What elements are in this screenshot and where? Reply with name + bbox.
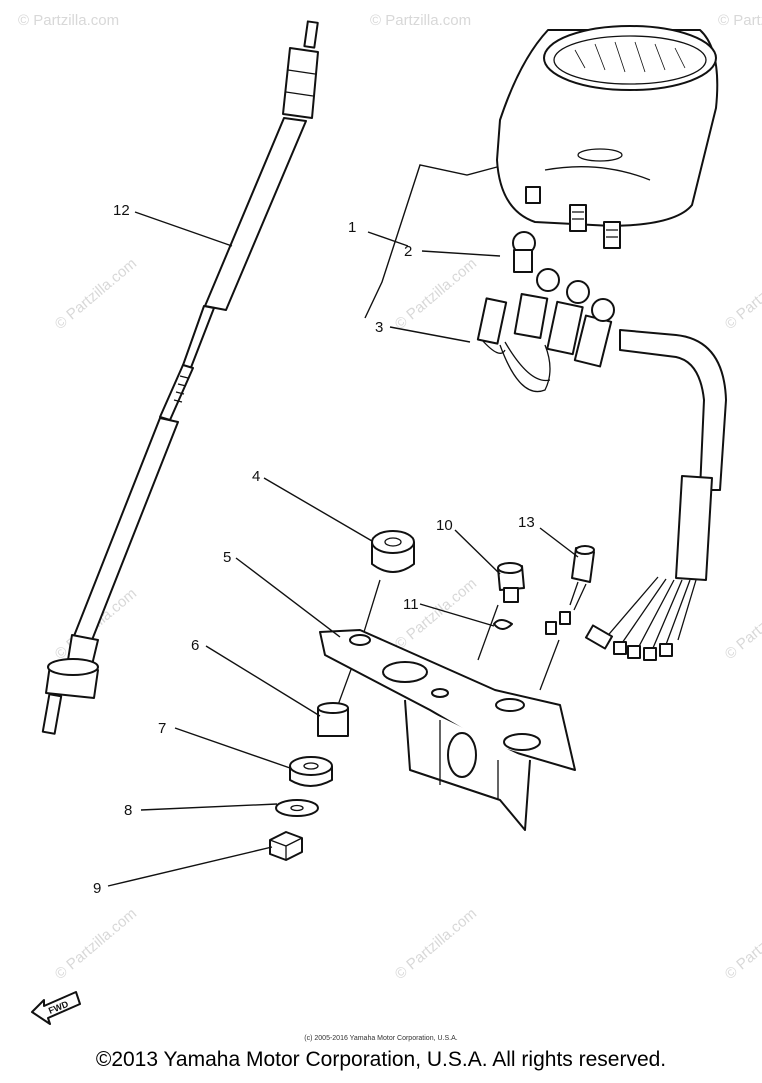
watermark: © Partzilla.com (370, 12, 471, 29)
watermark: © Partzilla.com (392, 905, 480, 983)
bulb (512, 231, 536, 273)
leader-lines (107, 211, 579, 887)
collar (317, 702, 349, 737)
watermark: © Partzilla.com (722, 585, 762, 663)
callout-7: 7 (158, 720, 166, 737)
watermark: © Partzilla.com (722, 255, 762, 333)
socket-assembly (476, 268, 727, 661)
callout-13: 12 (113, 202, 130, 219)
callout-11: 11 (403, 596, 419, 613)
washer (275, 799, 319, 817)
watermark: © Partzilla.com (392, 575, 480, 653)
meter-housing (496, 25, 719, 249)
plug (497, 562, 525, 603)
callout-12: 13 (518, 514, 535, 531)
callout-2: 2 (404, 243, 412, 260)
callout-9: 9 (93, 880, 101, 897)
watermark: © Partzilla.com (52, 255, 140, 333)
callout-labels: 1 2 3 4 5 6 7 8 9 10 11 13 12 (93, 202, 535, 897)
clip (493, 619, 513, 630)
indicator-lamp (545, 545, 595, 635)
callout-8: 8 (124, 802, 132, 819)
parts-diagram: © Partzilla.com © Partzilla.com © Partzi… (18, 12, 762, 1042)
damper (289, 756, 333, 787)
callout-3: 3 (375, 319, 383, 336)
watermark: © Partzilla.com (18, 12, 119, 29)
watermark: © Partzilla.com (392, 255, 480, 333)
grommet (371, 530, 415, 573)
nut (269, 831, 303, 861)
callout-1: 1 (348, 219, 356, 236)
callout-10: 10 (436, 517, 453, 534)
copyright-notice: ©2013 Yamaha Motor Corporation, U.S.A. A… (95, 1048, 667, 1071)
fwd-arrow: FWD (31, 991, 81, 1025)
callout-5: 5 (223, 549, 231, 566)
watermark: © Partzilla.com (718, 12, 762, 29)
speedometer-cable (41, 20, 319, 735)
callout-4: 4 (252, 468, 260, 485)
small-copyright: (c) 2005-2016 Yamaha Motor Corporation, … (304, 1035, 457, 1042)
callout-6: 6 (191, 637, 199, 654)
watermark: © Partzilla.com (52, 905, 140, 983)
meter-bracket (319, 629, 576, 831)
watermark: © Partzilla.com (722, 905, 762, 983)
